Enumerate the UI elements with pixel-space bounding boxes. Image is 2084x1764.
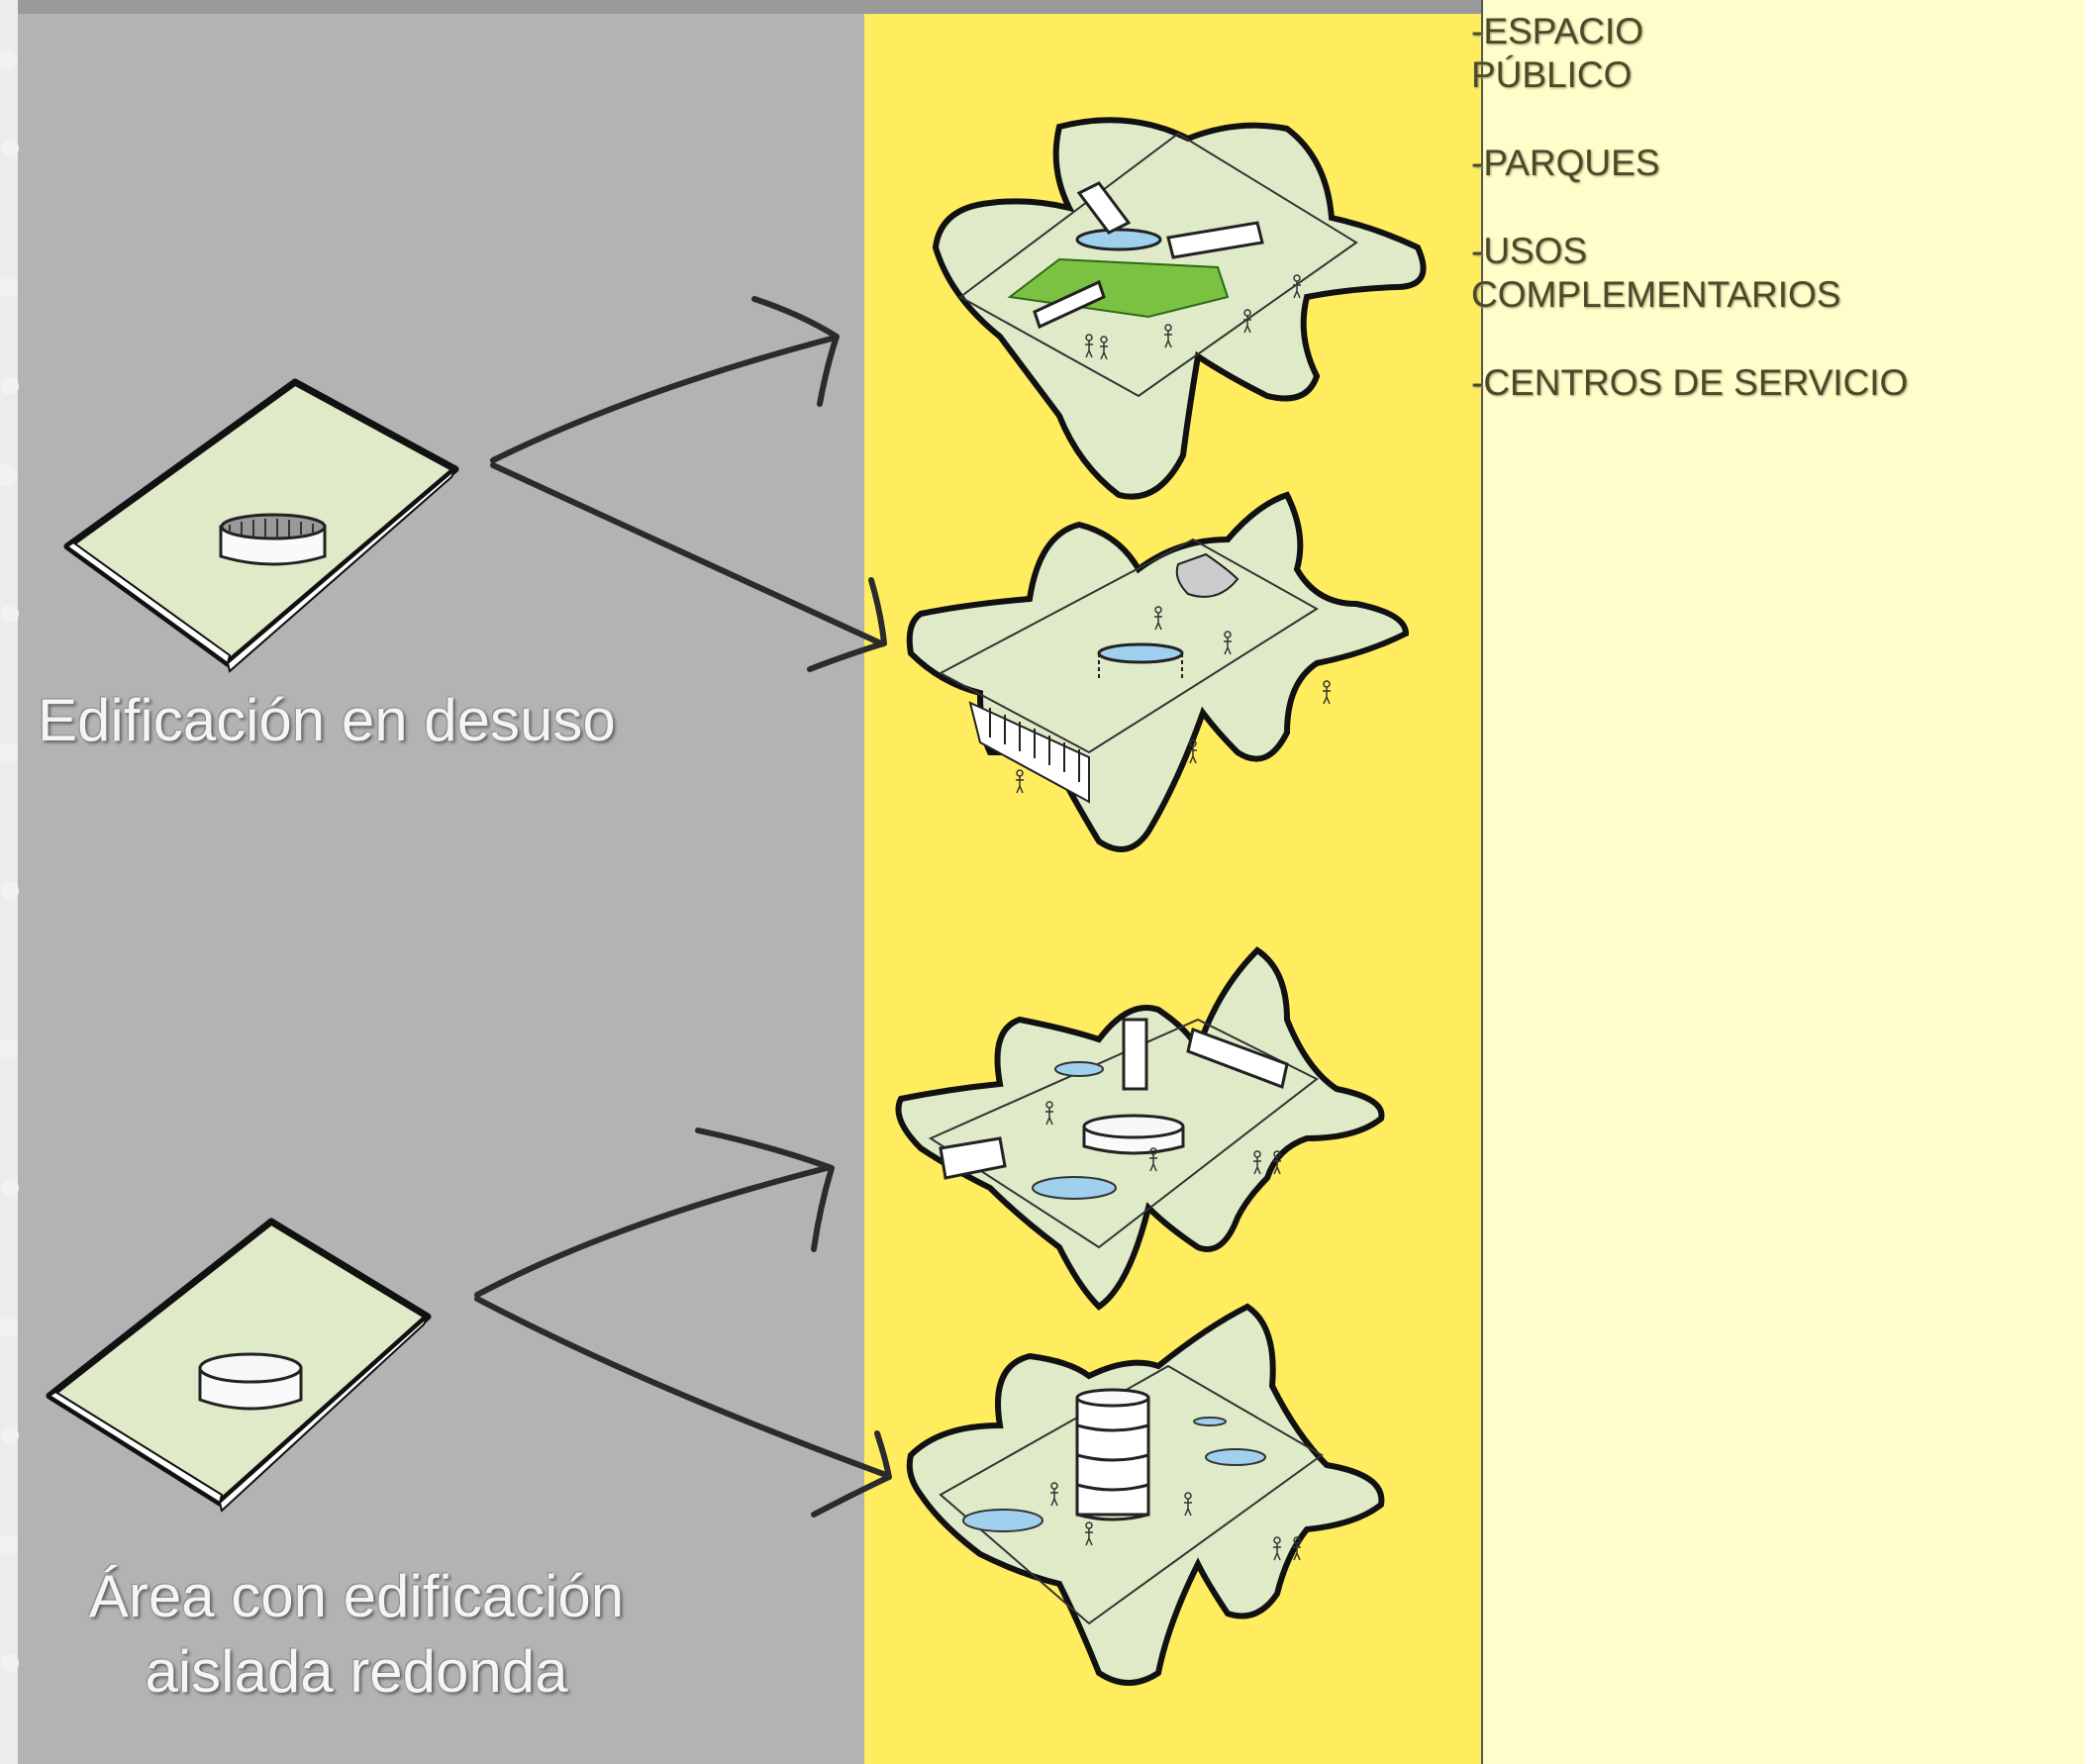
arrow-icons-top — [490, 296, 887, 672]
caption-line-2: aislada redonda — [145, 1638, 568, 1705]
disused-building-icon — [219, 513, 327, 566]
caption-line-1: Área con edificación — [88, 1563, 625, 1629]
arrow-icons-bottom — [474, 1127, 892, 1518]
use-item-service-centers: -CENTROS DE SERVICIO — [1471, 361, 2026, 405]
arrow-icon-down — [490, 462, 884, 646]
arrow-icon-up — [490, 336, 835, 463]
blob-site-icon-2 — [906, 491, 1410, 852]
caption-disused-building: Edificación en desuso — [38, 687, 616, 753]
site-plate-icon-1 — [63, 378, 459, 673]
caption-isolated-round: Área con edificación aislada redonda — [30, 1559, 683, 1710]
blob-site-icon-3 — [895, 946, 1385, 1311]
round-building-icon — [198, 1352, 303, 1411]
top-bar — [18, 0, 1481, 14]
tower-building-icon — [1075, 1388, 1150, 1521]
use-service-centers-text: -CENTROS DE SERVICIO — [1471, 362, 1909, 403]
blob-site-icon-4 — [906, 1303, 1385, 1686]
uses-panel — [1481, 0, 2084, 1764]
arrow-icon-down — [474, 1296, 889, 1478]
edge-circles — [0, 49, 19, 1672]
site-plate-icon-2 — [46, 1218, 432, 1513]
existing-conditions-panel — [18, 14, 864, 1764]
use-item-parks: -PARQUES — [1471, 142, 2026, 185]
use-parks-text: -PARQUES — [1471, 143, 1660, 183]
arrow-icon-up — [474, 1165, 830, 1298]
blob-site-icon-1 — [932, 117, 1427, 500]
